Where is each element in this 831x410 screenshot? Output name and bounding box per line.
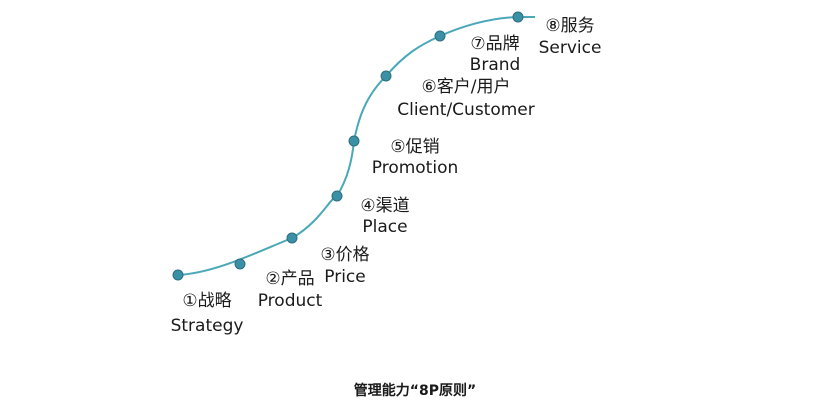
label-product-en: Product (258, 291, 323, 311)
label-client-en: Client/Customer (397, 100, 535, 120)
label-client-zh: ⑥客户/用户 (422, 77, 511, 97)
label-service-en: Service (539, 38, 602, 58)
node-strategy (172, 269, 184, 281)
node-place (331, 190, 343, 202)
diagram-caption: 管理能力“8P原则” (354, 382, 476, 399)
node-service (512, 11, 524, 23)
label-brand-zh: ⑦品牌 (470, 34, 519, 54)
node-brand (434, 30, 446, 42)
label-price-zh: ③价格 (320, 245, 369, 265)
node-client (380, 70, 392, 82)
label-price-en: Price (324, 267, 365, 287)
node-price (286, 232, 298, 244)
label-place-en: Place (362, 217, 407, 237)
label-place-zh: ④渠道 (360, 196, 409, 216)
node-product (234, 258, 246, 270)
label-service-zh: ⑧服务 (545, 16, 594, 36)
nodes-layer (172, 11, 524, 281)
label-brand-en: Brand (470, 55, 521, 75)
label-product-zh: ②产品 (265, 269, 314, 289)
label-strategy-zh: ①战略 (182, 291, 231, 311)
label-promotion-zh: ⑤促销 (390, 137, 439, 157)
node-promotion (348, 135, 360, 147)
label-strategy-en: Strategy (171, 316, 244, 336)
label-promotion-en: Promotion (372, 158, 459, 178)
